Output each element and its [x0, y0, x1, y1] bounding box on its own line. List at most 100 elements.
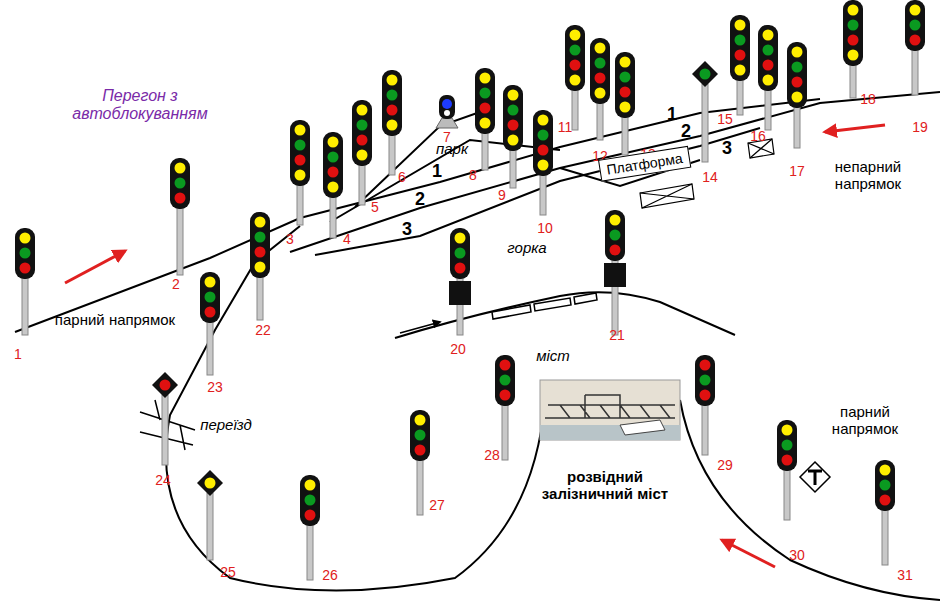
signal-head — [730, 15, 750, 81]
signal-head — [777, 420, 797, 471]
signal-head — [382, 70, 402, 136]
signal-light — [700, 69, 711, 80]
signal-light — [792, 92, 803, 103]
direction-arrow — [825, 125, 885, 132]
signal-light — [480, 118, 491, 129]
signal-light — [610, 245, 621, 256]
callout-label: 16 — [750, 129, 766, 144]
signal-light — [570, 60, 581, 71]
signal-head — [352, 100, 372, 166]
dwarf-base — [436, 118, 458, 128]
signal-light — [880, 495, 891, 506]
callout-label: 8 — [469, 168, 477, 183]
signal-head — [905, 0, 925, 51]
callout-label: непарний напрямок — [828, 159, 908, 192]
callout-label: переїзд — [200, 417, 252, 434]
signal-light — [357, 120, 368, 131]
signal-light — [880, 480, 891, 491]
signal-light — [328, 182, 339, 193]
signal-light — [735, 50, 746, 61]
signal-light — [735, 65, 746, 76]
signal-light — [500, 360, 511, 371]
tracks — [15, 92, 940, 600]
callout-label: 31 — [897, 568, 913, 583]
signal-pole — [912, 49, 918, 95]
direction-arrow — [65, 251, 125, 283]
signal-head — [15, 228, 35, 279]
signal-light — [763, 60, 774, 71]
signal-head — [875, 460, 895, 511]
signal-light — [538, 145, 549, 156]
signal-pole — [702, 404, 708, 455]
signal-head — [170, 158, 190, 209]
signal-light — [910, 5, 921, 16]
signal-light — [20, 248, 31, 259]
signal-light — [357, 105, 368, 116]
signal-light — [735, 35, 746, 46]
signal-light — [255, 232, 266, 243]
dwarf-signal — [439, 95, 455, 119]
signal-pole — [702, 84, 708, 162]
callout-label: 18 — [860, 92, 876, 107]
signal-pole — [297, 184, 303, 225]
signal-light — [295, 125, 306, 136]
hump-arrow — [400, 322, 440, 333]
callout-label: 26 — [322, 568, 338, 583]
signal-head — [475, 68, 495, 134]
signal-pole — [22, 277, 28, 335]
signal-light — [442, 99, 452, 109]
signal-light — [305, 480, 316, 491]
signal-pole — [882, 509, 888, 565]
signal-light — [205, 277, 216, 288]
signal-pole — [389, 134, 395, 175]
callout-label: 10 — [537, 221, 553, 236]
callout-label: 3 — [722, 139, 732, 159]
signal-light — [295, 170, 306, 181]
signal-light — [782, 440, 793, 451]
callout-label: 11 — [558, 120, 573, 135]
signal-light — [570, 45, 581, 56]
direction-arrow — [722, 540, 775, 567]
signal-head — [590, 38, 610, 104]
signal-light — [387, 120, 398, 131]
t-sign — [800, 462, 830, 492]
signal-light — [792, 47, 803, 58]
signal-pole — [737, 79, 743, 115]
signal-light — [735, 20, 746, 31]
signal-light — [595, 73, 606, 84]
signal-light — [508, 105, 519, 116]
signal-light — [444, 110, 450, 116]
callout-label: 23 — [207, 380, 223, 395]
callout-label: розвідний залізничний міст — [535, 469, 675, 502]
signal-light — [880, 465, 891, 476]
signal-light — [415, 415, 426, 426]
signal-light — [295, 155, 306, 166]
signal-light — [620, 72, 631, 83]
callout-label: 3 — [402, 220, 412, 240]
callout-label: 1 — [432, 162, 442, 182]
callout-label: 25 — [220, 565, 236, 580]
signal-pole — [510, 149, 516, 188]
signal-pole — [502, 404, 508, 460]
signal-head — [290, 120, 310, 186]
signal-head — [787, 42, 807, 108]
signal-light — [328, 167, 339, 178]
callout-label: парк — [436, 141, 468, 158]
signal-light — [508, 90, 519, 101]
signal-light — [255, 247, 266, 258]
signal-pole — [177, 207, 183, 275]
wagons — [492, 293, 597, 319]
signal-light — [595, 58, 606, 69]
signal-light — [848, 35, 859, 46]
callout-label: 27 — [429, 498, 445, 513]
signal-light — [792, 77, 803, 88]
signal-light — [620, 87, 631, 98]
signal-light — [848, 50, 859, 61]
signal-head — [495, 355, 515, 406]
signal-light — [357, 150, 368, 161]
signal-light — [305, 510, 316, 521]
callout-label: 6 — [398, 170, 406, 185]
callout-label: 3 — [286, 232, 294, 247]
signal-light — [610, 230, 621, 241]
